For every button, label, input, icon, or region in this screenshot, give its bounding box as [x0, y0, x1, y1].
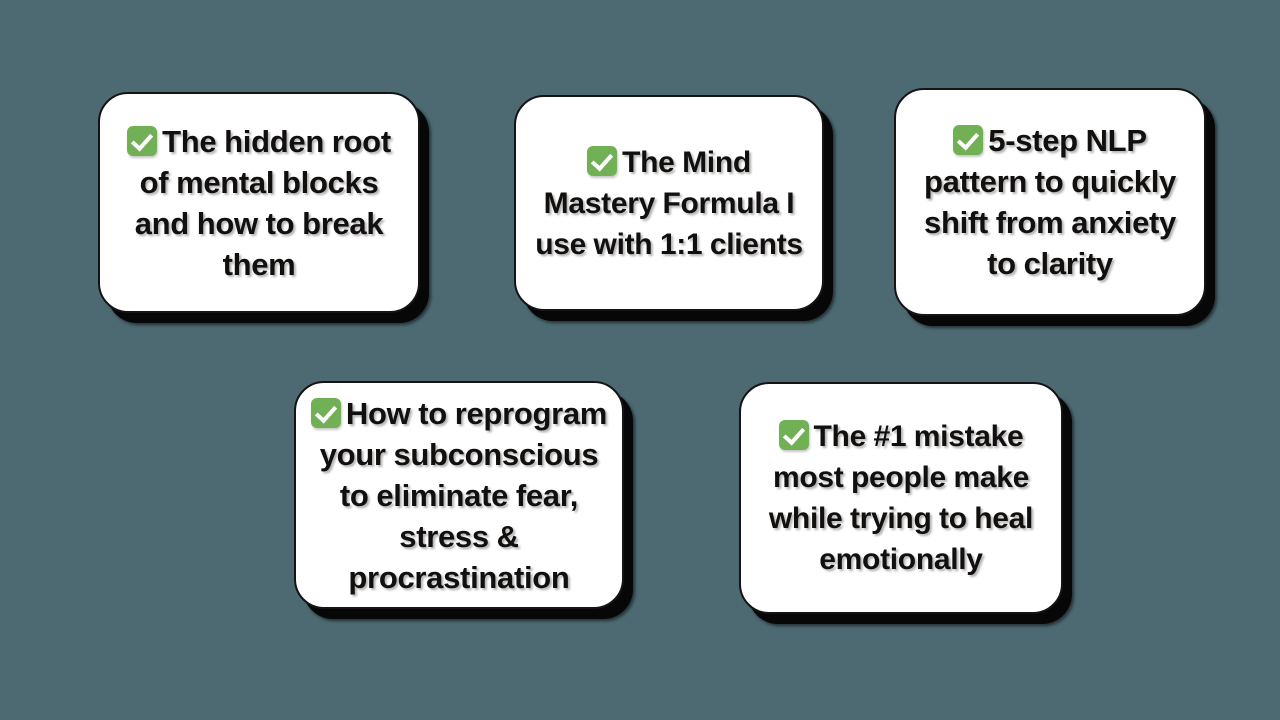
- checklist-card-2-label: The Mind Mastery Formula I use with 1:1 …: [535, 145, 803, 261]
- checklist-card-4-label: How to reprogram your subconscious to el…: [319, 395, 608, 595]
- check-mark-icon: [587, 145, 618, 176]
- checklist-card-2-text: The Mind Mastery Formula I use with 1:1 …: [530, 142, 808, 265]
- checklist-card-3-text: 5-step NLP pattern to quickly shift from…: [910, 120, 1190, 284]
- checklist-card-5-text: The #1 mistake most people make while tr…: [755, 416, 1047, 580]
- checklist-card-1[interactable]: The hidden root of mental blocks and how…: [98, 92, 420, 313]
- checklist-card-4[interactable]: How to reprogram your subconscious to el…: [294, 381, 624, 609]
- check-mark-icon: [953, 125, 984, 155]
- checklist-card-1-label: The hidden root of mental blocks and how…: [134, 123, 391, 282]
- checklist-card-3-label: 5-step NLP pattern to quickly shift from…: [924, 123, 1176, 281]
- checklist-card-3[interactable]: 5-step NLP pattern to quickly shift from…: [894, 88, 1206, 316]
- check-mark-icon: [127, 125, 158, 156]
- checklist-card-2[interactable]: The Mind Mastery Formula I use with 1:1 …: [514, 95, 824, 311]
- check-mark-icon: [310, 397, 341, 428]
- checklist-card-1-text: The hidden root of mental blocks and how…: [114, 121, 404, 285]
- checklist-card-5-label: The #1 mistake most people make while tr…: [768, 420, 1034, 576]
- check-mark-icon: [778, 420, 809, 450]
- checklist-card-4-text: How to reprogram your subconscious to el…: [310, 393, 608, 598]
- checklist-card-5[interactable]: The #1 mistake most people make while tr…: [739, 382, 1063, 614]
